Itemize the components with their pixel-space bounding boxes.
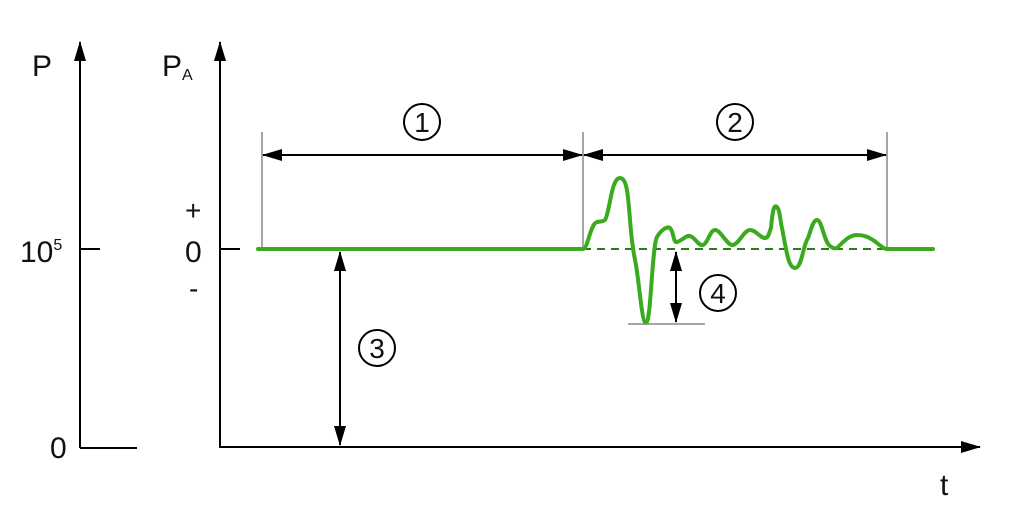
- p-tick-label: 105: [20, 236, 62, 269]
- t-axis-label: t: [940, 469, 949, 502]
- marker-1: 1: [403, 103, 441, 141]
- p-zero-label: 0: [50, 432, 67, 465]
- svg-text:4: 4: [710, 278, 726, 309]
- p-axis: [74, 41, 137, 449]
- pa-zero-label: 0: [185, 236, 202, 269]
- phase-boundaries: [261, 132, 888, 249]
- p-axis-label: P: [32, 50, 52, 83]
- pa-axis-label: PA: [162, 50, 193, 84]
- svg-text:1: 1: [414, 107, 430, 138]
- pa-plus-label: +: [185, 195, 201, 226]
- pa-minus-label: -: [189, 273, 198, 304]
- svg-text:3: 3: [369, 333, 385, 364]
- svg-text:2: 2: [727, 107, 743, 138]
- marker-3: 3: [358, 329, 396, 367]
- marker-4: 4: [699, 274, 737, 312]
- pressure-signal: [256, 176, 935, 325]
- pa-axis: [214, 41, 240, 448]
- marker-2: 2: [716, 103, 754, 141]
